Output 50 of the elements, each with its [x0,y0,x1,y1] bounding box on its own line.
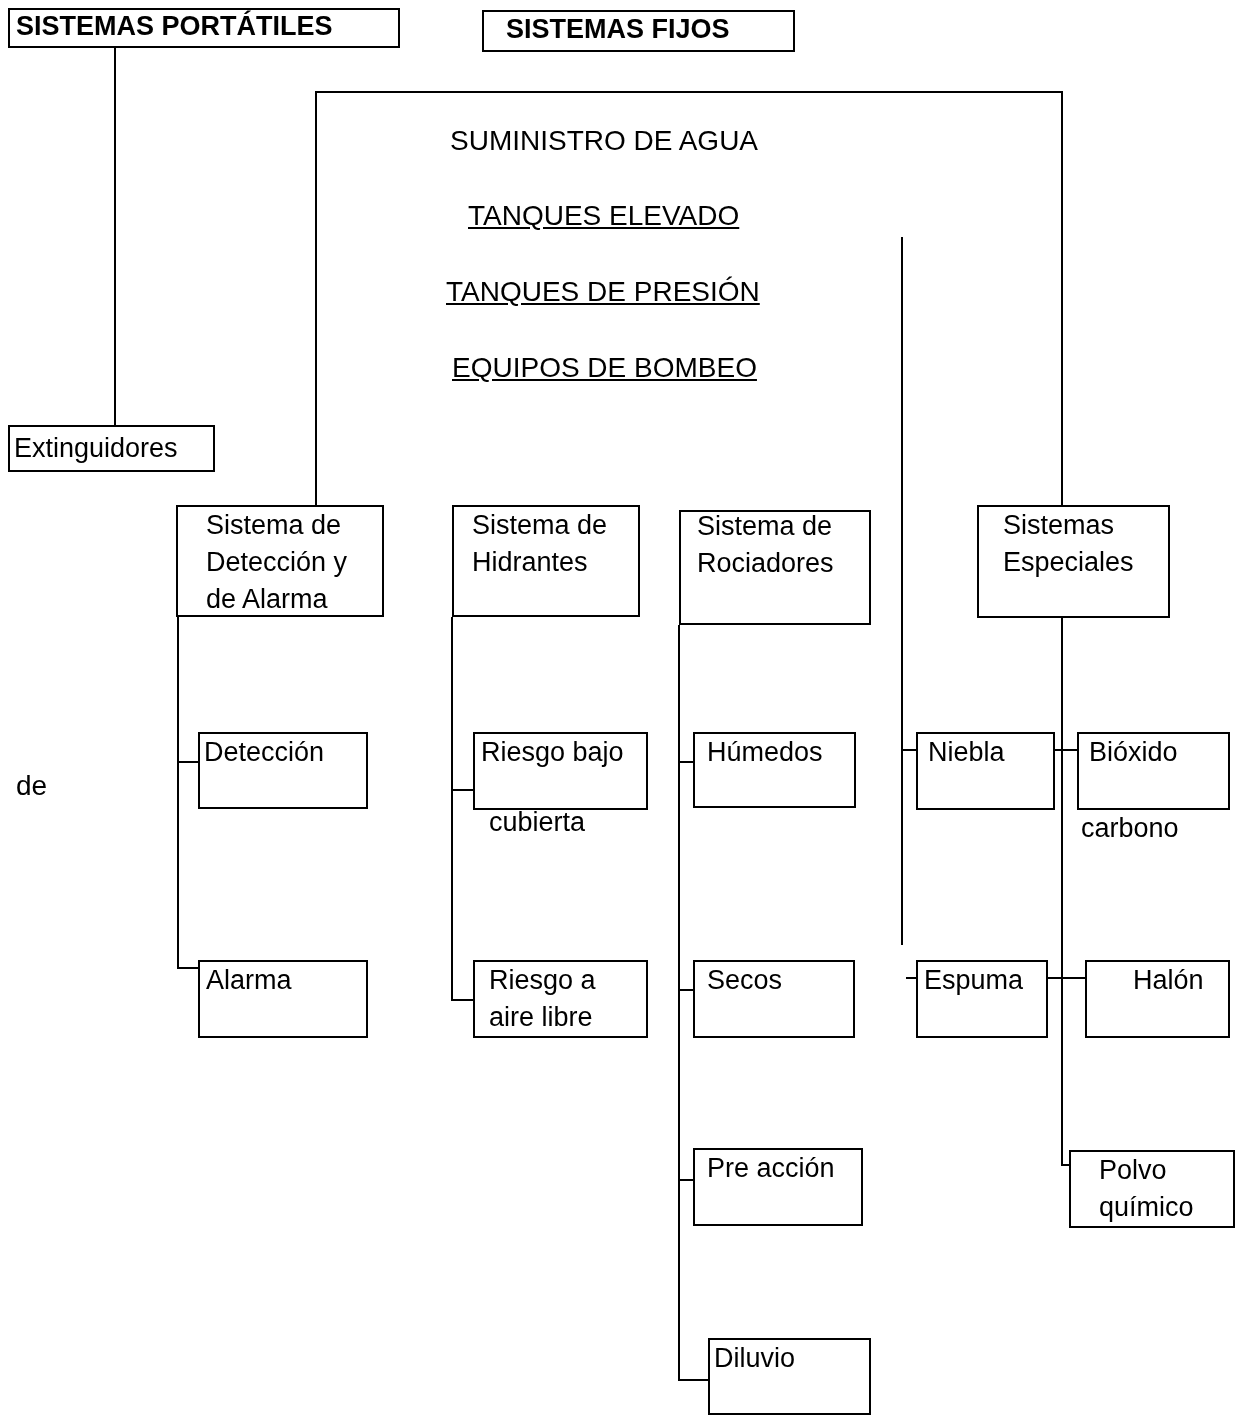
box-label: Espuma [924,964,1025,997]
connector-line [177,616,199,969]
box-label: Húmedos [707,736,824,769]
system-box [176,505,384,617]
connector-line [114,47,116,426]
connector-line [901,236,917,946]
system-box [198,960,368,1038]
box-label: Riesgo a aire libre [489,964,597,1034]
box-label: Sistema de Rociadores [697,510,835,580]
system-box [977,505,1170,618]
underlined-heading: EQUIPOS DE BOMBEO [452,352,757,384]
box-label-overflow: carbono [1081,812,1179,845]
box-label: Polvo químico [1099,1154,1195,1224]
category-box [482,10,795,52]
box-label: Secos [707,964,784,997]
system-box [1069,1150,1235,1228]
underlined-heading: TANQUES ELEVADO [468,200,740,232]
box-label: SISTEMAS PORTÁTILES [16,9,334,43]
box-label: Riesgo bajo [481,736,625,769]
category-box [8,8,400,48]
box-label: Bióxido [1089,736,1179,769]
system-box [693,732,856,808]
connector-line [905,977,917,979]
box-label: Alarma [206,964,293,997]
system-box [916,732,1055,810]
box-label: Sistema de Detección y de Alarma [206,509,349,616]
box-label: Niebla [928,736,1006,769]
system-box [693,960,855,1038]
connector-line [315,91,1063,506]
box-label: Halón [1133,964,1205,997]
box-label: Extinguidores [14,432,179,465]
system-box [708,1338,871,1415]
system-box [8,425,215,472]
system-box [473,960,648,1038]
box-label: Pre acción [707,1152,836,1185]
box-label: Detección [204,736,326,769]
system-box [916,960,1048,1038]
system-box [679,510,871,625]
underlined-heading: TANQUES DE PRESIÓN [446,276,760,308]
system-box [198,732,368,809]
box-label: SISTEMAS FIJOS [506,13,731,46]
box-label-overflow: cubierta [489,806,586,839]
box-label: Sistemas Especiales [1003,509,1135,579]
box-label: Diluvio [714,1342,797,1375]
system-box [452,505,640,617]
system-box [693,1148,863,1226]
heading-text: SUMINISTRO DE AGUA [450,125,759,157]
heading-text: de [16,770,48,802]
system-box [1085,960,1230,1038]
box-label: Sistema de Hidrantes [472,509,609,579]
